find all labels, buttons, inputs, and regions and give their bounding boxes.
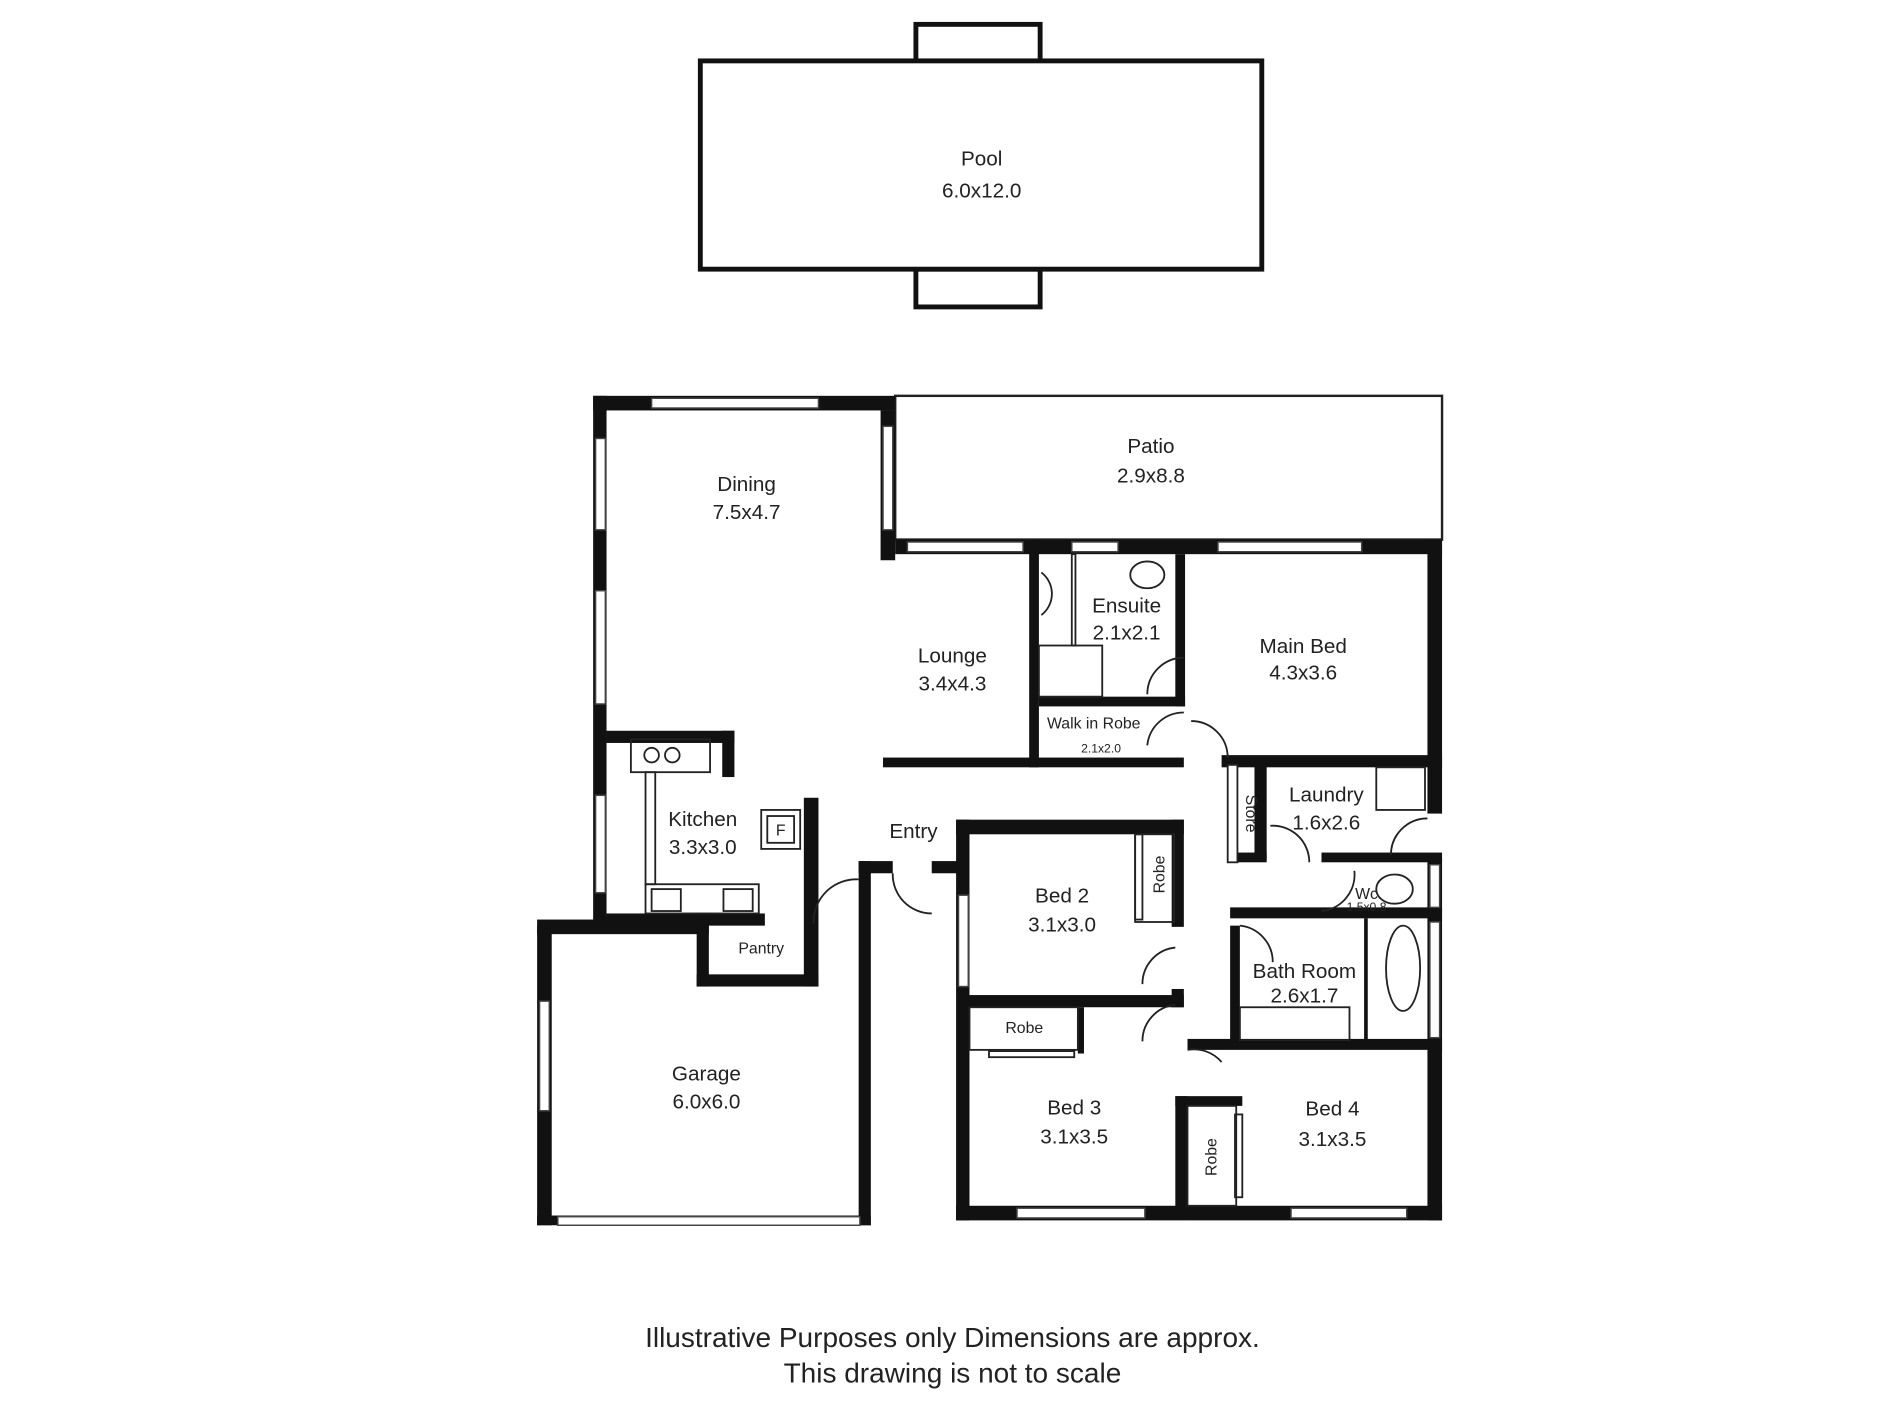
kitchen-label: Kitchen <box>668 808 737 831</box>
patio <box>893 394 1444 541</box>
bed4-robe-label: Robe <box>1204 1138 1221 1176</box>
walk-in-robe-label: Walk in Robe <box>1047 715 1141 732</box>
lounge-label: Lounge <box>918 645 987 668</box>
disclaimer-line2: This drawing is not to scale <box>784 1357 1122 1388</box>
pool: Pool 6.0x12.0 <box>697 21 1265 310</box>
wc-dims: 1.5x0.8 <box>1347 900 1387 914</box>
fridge-label: F <box>776 823 786 840</box>
dining-dims: 7.5x4.7 <box>713 501 781 524</box>
bathroom-label: Bath Room <box>1253 960 1357 983</box>
bed4-label: Bed 4 <box>1305 1098 1359 1121</box>
bed3-dims: 3.1x3.5 <box>1040 1126 1108 1149</box>
store-label: Store <box>1242 795 1259 833</box>
windows <box>538 397 1441 1226</box>
bed3-label: Bed 3 <box>1047 1096 1101 1119</box>
bathroom-dims: 2.6x1.7 <box>1270 984 1338 1007</box>
pool-dims: 6.0x12.0 <box>942 179 1021 202</box>
dining-label: Dining <box>717 473 776 496</box>
bed4-dims: 3.1x3.5 <box>1298 1128 1366 1151</box>
patio-label: Patio <box>1127 435 1174 458</box>
bed2-robe-label: Robe <box>1151 855 1168 893</box>
doors <box>812 656 1428 1199</box>
walk-in-robe-dims: 2.1x2.0 <box>1081 742 1121 756</box>
kitchen-dims: 3.3x3.0 <box>669 836 737 859</box>
ensuite-label: Ensuite <box>1092 595 1161 618</box>
laundry-dims: 1.6x2.6 <box>1292 811 1360 834</box>
disclaimer-line1: Illustrative Purposes only Dimensions ar… <box>645 1322 1260 1353</box>
fixtures <box>629 553 1426 1207</box>
garage-dims: 6.0x6.0 <box>672 1090 740 1113</box>
patio-dims: 2.9x8.8 <box>1117 464 1185 487</box>
main-bed-dims: 4.3x3.6 <box>1269 662 1337 685</box>
bed3-robe-label: Robe <box>1005 1020 1043 1037</box>
garage-label: Garage <box>672 1062 741 1085</box>
wc-label: Wc <box>1355 886 1378 903</box>
pool-label: Pool <box>961 148 1002 171</box>
bed2-dims: 3.1x3.0 <box>1028 914 1096 937</box>
entry-label: Entry <box>889 820 938 843</box>
bed2-label: Bed 2 <box>1035 884 1089 907</box>
main-bed-label: Main Bed <box>1260 635 1347 658</box>
lounge-dims: 3.4x4.3 <box>918 673 986 696</box>
pantry-label: Pantry <box>738 941 784 958</box>
room-labels: Patio 2.9x8.8 Dining 7.5x4.7 Lounge 3.4x… <box>668 435 1386 1176</box>
ensuite-dims: 2.1x2.1 <box>1093 621 1161 644</box>
laundry-label: Laundry <box>1289 783 1364 806</box>
